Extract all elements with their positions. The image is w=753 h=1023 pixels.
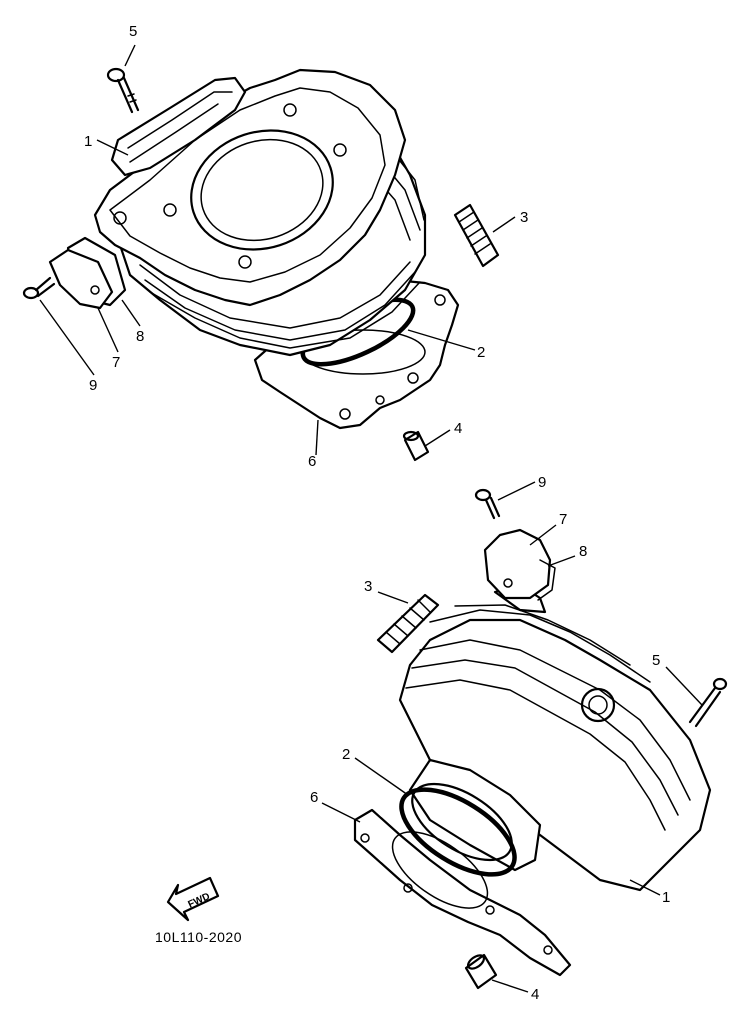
upper-callout-3: 3 (520, 209, 528, 226)
lower-cylinder-body (398, 604, 712, 892)
lower-callout-4: 4 (531, 986, 539, 1003)
upper-callout-2: 2 (477, 344, 485, 361)
drawing-code: 10L110-2020 (155, 929, 242, 945)
lower-callout-7: 7 (559, 511, 567, 528)
lower-o-ring (399, 787, 517, 877)
upper-cylinder-body (93, 68, 427, 357)
upper-callout-1: 1 (84, 133, 92, 150)
upper-callout-7: 7 (112, 354, 120, 371)
upper-callout-5: 5 (129, 23, 137, 40)
lower-dowel-3 (376, 593, 440, 654)
lower-callout-6: 6 (310, 789, 318, 806)
lower-base-gasket (353, 808, 572, 977)
upper-screw-9 (22, 276, 56, 300)
upper-dowel-3 (453, 203, 500, 268)
upper-callout-4: 4 (454, 420, 462, 437)
lower-callout-2: 2 (342, 746, 350, 763)
lower-dowel-4 (464, 953, 498, 990)
lower-assembly: 9 7 8 3 5 2 6 1 4 (310, 474, 728, 1003)
upper-callout-6: 6 (308, 453, 316, 470)
upper-assembly: 5 1 3 2 4 6 7 8 9 (22, 23, 528, 470)
lower-callout-5: 5 (652, 652, 660, 669)
lower-callout-3: 3 (364, 578, 372, 595)
lower-screw-9 (474, 488, 501, 520)
upper-bolt-5 (106, 67, 140, 114)
lower-cover-gasket-8 (537, 559, 556, 601)
upper-callout-9: 9 (89, 377, 97, 394)
lower-callout-1: 1 (662, 889, 670, 906)
upper-callout-8: 8 (136, 328, 144, 345)
lower-cover-7 (483, 528, 552, 614)
lower-callout-9: 9 (538, 474, 546, 491)
fwd-arrow-icon: FWD (166, 876, 220, 922)
upper-dowel-4 (402, 430, 430, 462)
lower-bolt-5 (688, 677, 728, 728)
lower-callout-8: 8 (579, 543, 587, 560)
